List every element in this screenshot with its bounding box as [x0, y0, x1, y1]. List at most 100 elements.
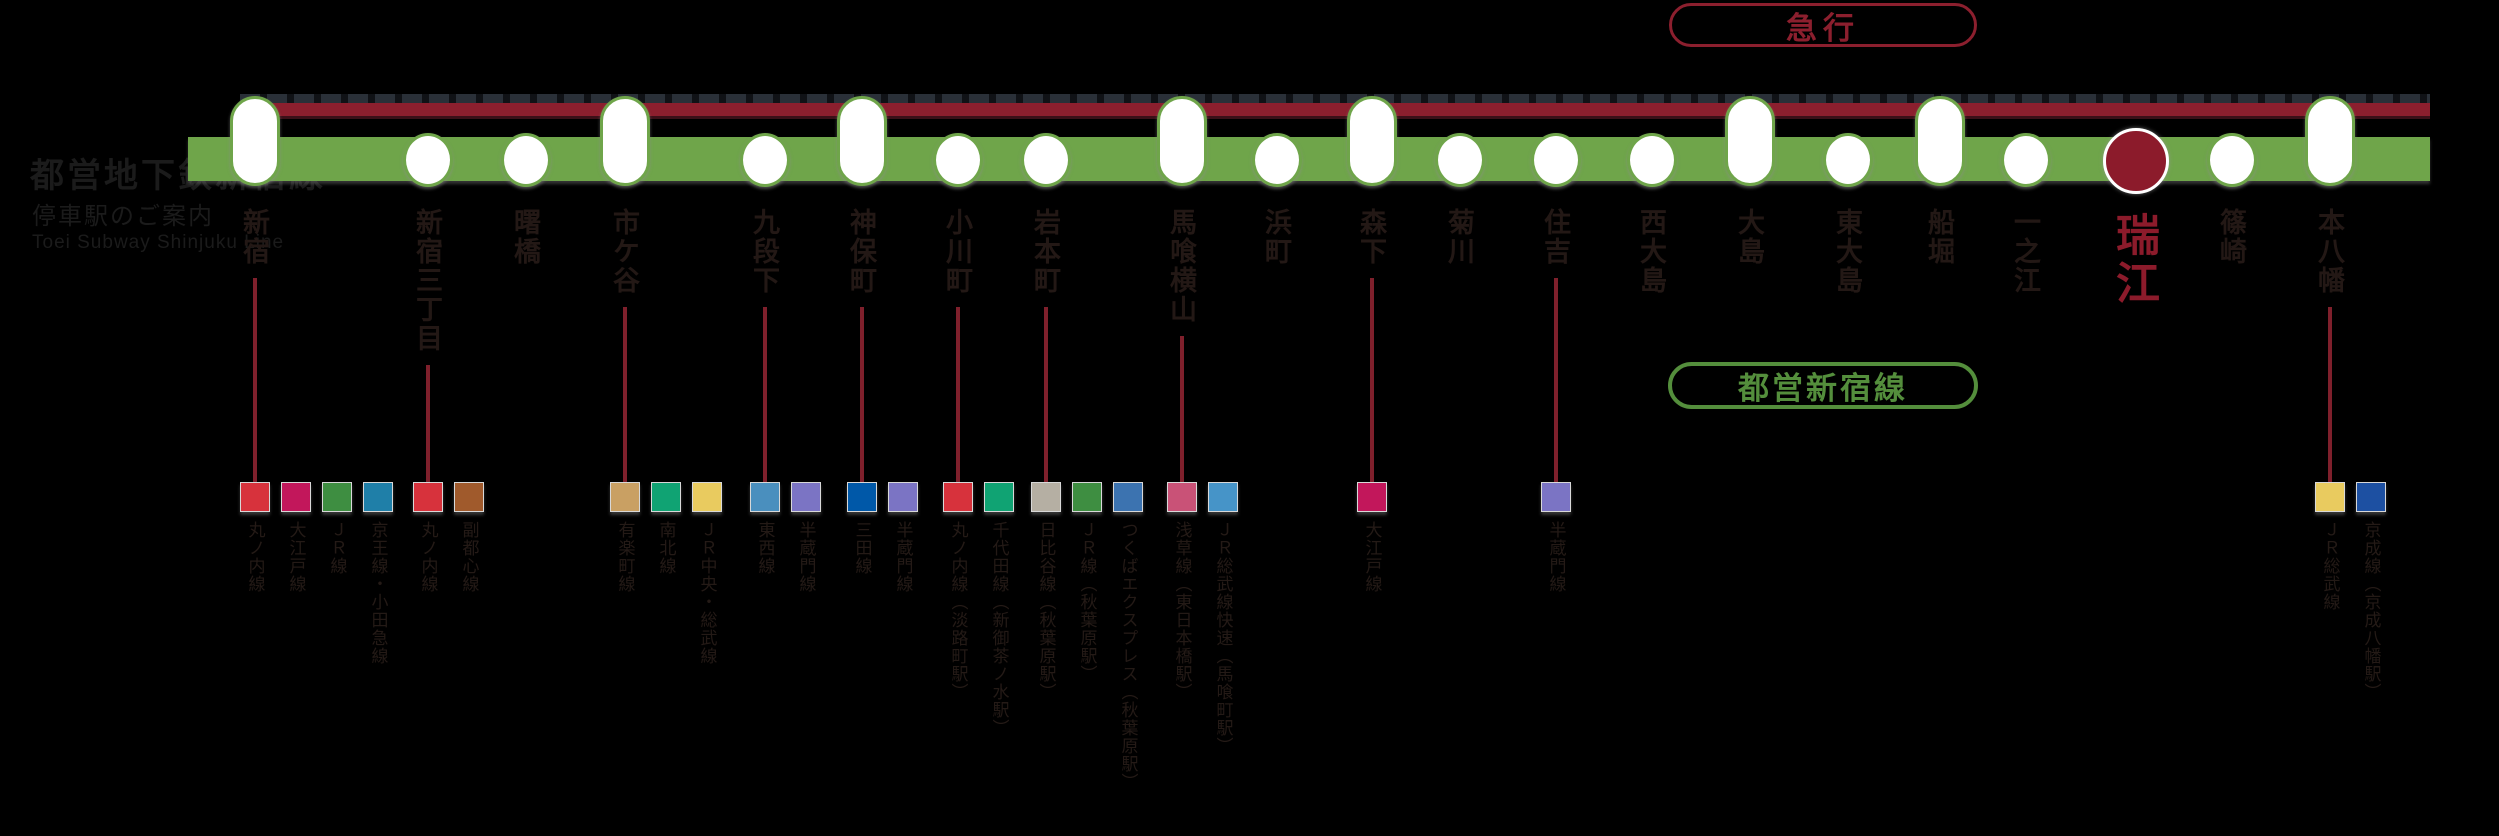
transfer-line-color-box	[413, 482, 443, 512]
transfer-column: ＪＲ線	[322, 482, 352, 575]
transfer-column: 京成線（京成八幡駅）	[2356, 482, 2386, 701]
transfer-connector-line	[426, 365, 430, 482]
transfer-column: ＪＲ中央・総武線	[692, 482, 722, 665]
transfer-line-label: 大江戸線	[1362, 521, 1382, 593]
transfer-line-label: 南北線	[656, 521, 676, 575]
transfer-line-label: 有楽町線	[615, 521, 635, 593]
transfer-column: 浅草線（東日本橋駅）	[1167, 482, 1197, 701]
station-marker-express-stop	[1157, 96, 1207, 186]
transfer-line-color-box	[1031, 482, 1061, 512]
transfer-line-color-box	[240, 482, 270, 512]
station-marker-local	[2207, 133, 2257, 187]
transfer-line-color-box	[692, 482, 722, 512]
station-marker-express-stop	[1347, 96, 1397, 186]
station-name: 本八幡	[2314, 208, 2344, 295]
station-marker-local	[933, 133, 983, 187]
line-subtitle: 停車駅のご案内	[32, 203, 214, 230]
station-name: 浜町	[1261, 208, 1291, 266]
line-name-badge-label: 都営新宿線	[1738, 371, 1908, 406]
local-line	[188, 137, 2430, 181]
station-marker-local	[1531, 133, 1581, 187]
transfer-column: 副都心線	[454, 482, 484, 593]
station-name: 曙橋	[510, 208, 540, 266]
station-marker-local	[1252, 133, 1302, 187]
transfer-connector-line	[956, 307, 960, 482]
transfer-line-color-box	[1541, 482, 1571, 512]
station-marker-local	[501, 133, 551, 187]
station-marker-local	[403, 133, 453, 187]
transfer-line-label: ＪＲ線	[327, 521, 347, 575]
station-name: 新宿	[239, 208, 269, 266]
transfer-line-label: ＪＲ線（秋葉原駅）	[1077, 521, 1097, 683]
transfer-line-color-box	[651, 482, 681, 512]
transfer-column: 京王線・小田急線	[363, 482, 393, 665]
transfer-line-label: 京王線・小田急線	[368, 521, 388, 665]
transfer-connector-line	[1044, 307, 1048, 482]
transfer-line-label: 丸ノ内線	[245, 521, 265, 593]
transfer-line-label: ＪＲ中央・総武線	[697, 521, 717, 665]
transfer-line-label: 浅草線（東日本橋駅）	[1172, 521, 1192, 701]
line-name-badge: 都営新宿線	[1668, 362, 1978, 409]
transfer-line-label: 東西線	[755, 521, 775, 575]
transfer-line-color-box	[1113, 482, 1143, 512]
station-name: 馬喰横山	[1166, 208, 1196, 324]
transfer-line-label: 半蔵門線	[893, 521, 913, 593]
station-name: 神保町	[846, 208, 876, 295]
station-marker-local	[2001, 133, 2051, 187]
transfer-line-label: つくばエクスプレス（秋葉原駅）	[1118, 521, 1138, 791]
transfer-connector-line	[1554, 278, 1558, 482]
transfer-column: 丸ノ内線	[413, 482, 443, 593]
transfer-line-color-box	[750, 482, 780, 512]
station-name: 森下	[1356, 208, 1386, 266]
transfer-column: 有楽町線	[610, 482, 640, 593]
station-name: 篠崎	[2216, 208, 2246, 266]
transfer-column: 大江戸線	[1357, 482, 1387, 593]
transfer-line-color-box	[363, 482, 393, 512]
transfer-line-color-box	[2356, 482, 2386, 512]
express-badge: 急行	[1669, 3, 1977, 47]
express-line	[240, 103, 2430, 119]
transfer-line-label: ＪＲ総武線快速（馬喰町駅）	[1213, 521, 1233, 755]
station-marker-current	[2103, 128, 2169, 194]
station-name: 瑞江	[2109, 212, 2158, 308]
transfer-connector-line	[623, 307, 627, 482]
transfer-line-color-box	[791, 482, 821, 512]
station-marker-express-stop	[2305, 96, 2355, 186]
station-name: 住吉	[1540, 208, 1570, 266]
transfer-column: 丸ノ内線（淡路町駅）	[943, 482, 973, 701]
transfer-line-label: 丸ノ内線	[418, 521, 438, 593]
transfer-line-color-box	[454, 482, 484, 512]
transfer-line-label: 丸ノ内線（淡路町駅）	[948, 521, 968, 701]
transfer-line-color-box	[1167, 482, 1197, 512]
transfer-line-color-box	[322, 482, 352, 512]
transfer-column: ＪＲ総武線	[2315, 482, 2345, 611]
station-name: 市ケ谷	[609, 208, 639, 295]
transfer-line-label: 日比谷線（秋葉原駅）	[1036, 521, 1056, 701]
station-name: 岩本町	[1030, 208, 1060, 295]
transfer-connector-line	[2328, 307, 2332, 482]
transfer-connector-line	[1180, 336, 1184, 482]
transfer-line-label: 三田線	[852, 521, 872, 575]
station-name: 新宿三丁目	[412, 208, 442, 353]
station-name: 小川町	[942, 208, 972, 295]
transfer-connector-line	[860, 307, 864, 482]
express-line-shadow-dashes	[240, 94, 2430, 103]
line-title-en: Toei Subway Shinjuku Line	[32, 232, 285, 253]
station-marker-local	[740, 133, 790, 187]
transfer-line-color-box	[281, 482, 311, 512]
transfer-column: 丸ノ内線	[240, 482, 270, 593]
transfer-line-label: 半蔵門線	[1546, 521, 1566, 593]
transfer-line-color-box	[943, 482, 973, 512]
station-marker-express-stop	[1725, 96, 1775, 186]
transfer-line-label: 半蔵門線	[796, 521, 816, 593]
transfer-line-color-box	[847, 482, 877, 512]
transfer-column: 東西線	[750, 482, 780, 575]
transfer-line-color-box	[1072, 482, 1102, 512]
station-marker-express-stop	[600, 96, 650, 186]
station-marker-local	[1627, 133, 1677, 187]
transfer-column: 日比谷線（秋葉原駅）	[1031, 482, 1061, 701]
transfer-column: 千代田線（新御茶ノ水駅）	[984, 482, 1014, 737]
transfer-line-color-box	[984, 482, 1014, 512]
station-name: 船堀	[1924, 208, 1954, 266]
